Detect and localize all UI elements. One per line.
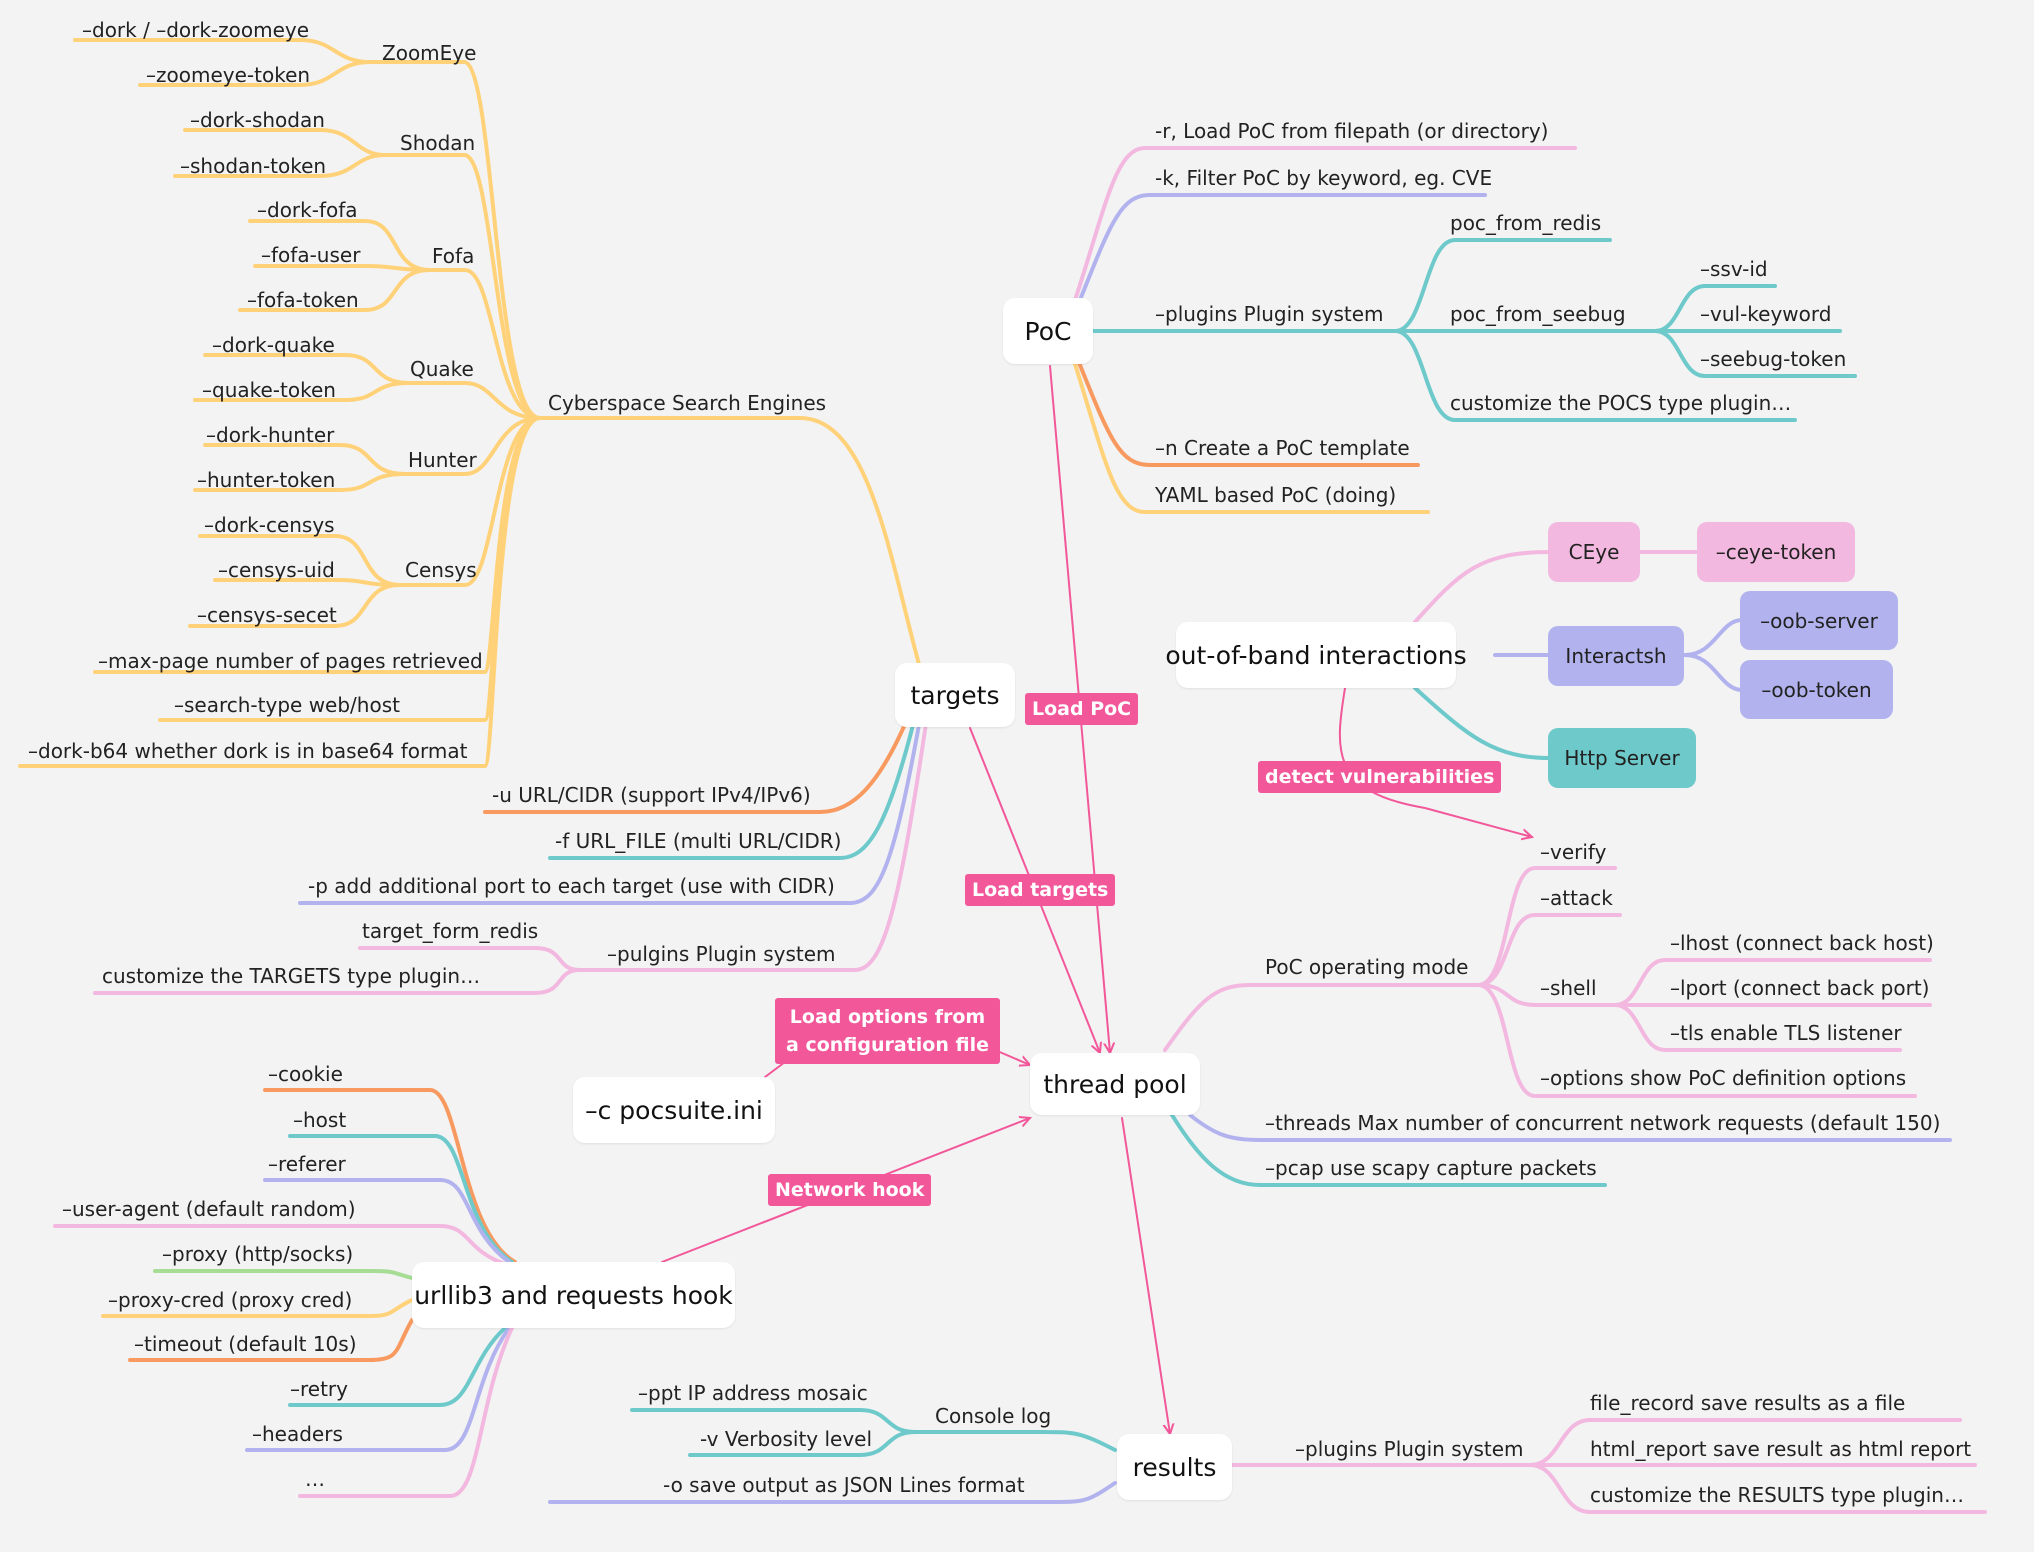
- censys-label: Censys: [405, 558, 477, 582]
- hook-node[interactable]: urllib3 and requests hook: [412, 1262, 735, 1328]
- detect-vulnerabilities-tag: detect vulnerabilities: [1258, 761, 1502, 793]
- threads-option: –threads Max number of concurrent networ…: [1265, 1111, 1941, 1135]
- retry-option: –retry: [290, 1377, 348, 1401]
- load-targets-tag: Load targets: [965, 874, 1116, 906]
- thread-pool-node[interactable]: thread pool: [1030, 1053, 1200, 1115]
- console-log-label: Console log: [935, 1404, 1052, 1428]
- port-option: -p add additional port to each target (u…: [308, 874, 835, 898]
- quake-dork-option: –dork-quake: [212, 333, 335, 357]
- poc-plugins-option: –plugins Plugin system: [1155, 302, 1384, 326]
- poc-node[interactable]: PoC: [1003, 298, 1093, 364]
- search-engines-branch: [18, 38, 922, 768]
- shodan-label: Shodan: [400, 131, 476, 155]
- poc-from-seebug-option: poc_from_seebug: [1450, 302, 1626, 326]
- poc-operating-mode-label: PoC operating mode: [1265, 955, 1469, 979]
- fofa-label: Fofa: [432, 244, 475, 268]
- zoomeye-label: ZoomEye: [382, 41, 477, 65]
- poc-branch: [1073, 146, 1857, 514]
- show-options-option: –options show PoC definition options: [1540, 1066, 1907, 1090]
- poc-from-redis-option: poc_from_redis: [1450, 211, 1602, 235]
- poc-custom-plugin-option: customize the POCS type plugin…: [1450, 391, 1792, 415]
- ssv-id-option: –ssv-id: [1700, 257, 1768, 281]
- dork-b64-option: –dork-b64 whether dork is in base64 form…: [28, 739, 468, 763]
- referer-option: –referer: [268, 1152, 346, 1176]
- results-branch: [548, 1408, 1987, 1514]
- headers-option: –headers: [252, 1422, 343, 1446]
- ceye-pill[interactable]: CEye: [1548, 522, 1640, 582]
- censys-dork-option: –dork-censys: [204, 513, 335, 537]
- targets-options-branch: [93, 698, 930, 995]
- url-file-option: -f URL_FILE (multi URL/CIDR): [555, 829, 842, 853]
- hunter-token-option: –hunter-token: [197, 468, 336, 492]
- search-type-option: –search-type web/host: [174, 693, 400, 717]
- quake-label: Quake: [410, 357, 474, 381]
- shodan-dork-option: –dork-shodan: [190, 108, 325, 132]
- hunter-dork-option: –dork-hunter: [206, 423, 335, 447]
- results-node[interactable]: results: [1117, 1434, 1232, 1500]
- cookie-option: –cookie: [268, 1062, 343, 1086]
- html-report-option: html_report save result as html report: [1590, 1437, 1972, 1461]
- more-option: …: [305, 1467, 325, 1491]
- tls-option: –tls enable TLS listener: [1670, 1021, 1902, 1045]
- hook-branch: [53, 1088, 517, 1498]
- url-option: -u URL/CIDR (support IPv4/IPv6): [492, 783, 811, 807]
- results-custom-plugin-option: customize the RESULTS type plugin…: [1590, 1483, 1964, 1507]
- thread-pool-branch: [1163, 866, 1952, 1187]
- hunter-label: Hunter: [408, 448, 477, 472]
- lport-option: –lport (connect back port): [1670, 976, 1930, 1000]
- poc-r-option: -r, Load PoC from filepath (or directory…: [1155, 119, 1549, 143]
- vul-keyword-option: –vul-keyword: [1700, 302, 1832, 326]
- targets-node[interactable]: targets: [895, 663, 1015, 727]
- poc-k-option: -k, Filter PoC by keyword, eg. CVE: [1155, 166, 1493, 190]
- lhost-option: –lhost (connect back host): [1670, 931, 1934, 955]
- zoomeye-dork-option: –dork / –dork-zoomeye: [82, 18, 310, 42]
- verify-option: –verify: [1540, 840, 1607, 864]
- max-page-option: –max-page number of pages retrieved: [98, 649, 483, 673]
- oob-branch: [1413, 550, 1744, 760]
- yaml-poc-option: YAML based PoC (doing): [1155, 483, 1397, 507]
- file-record-option: file_record save results as a file: [1590, 1391, 1906, 1415]
- search-engines-label: Cyberspace Search Engines: [548, 391, 827, 415]
- poc-n-option: –n Create a PoC template: [1155, 436, 1410, 460]
- proxy-option: –proxy (http/socks): [162, 1242, 354, 1266]
- shell-option: –shell: [1540, 976, 1597, 1000]
- output-json-option: -o save output as JSON Lines format: [663, 1473, 1025, 1497]
- verbosity-option: -v Verbosity level: [700, 1427, 873, 1451]
- fofa-token-option: –fofa-token: [247, 288, 359, 312]
- pcap-option: –pcap use scapy capture packets: [1265, 1156, 1597, 1180]
- oob-server-pill[interactable]: –oob-server: [1740, 591, 1898, 650]
- user-agent-option: –user-agent (default random): [62, 1197, 356, 1221]
- fofa-user-option: –fofa-user: [261, 243, 361, 267]
- network-hook-tag: Network hook: [768, 1174, 932, 1206]
- timeout-option: –timeout (default 10s): [134, 1332, 357, 1356]
- zoomeye-token-option: –zoomeye-token: [146, 63, 311, 87]
- seebug-token-option: –seebug-token: [1700, 347, 1847, 371]
- config-node[interactable]: –c pocsuite.ini: [573, 1077, 775, 1143]
- censys-secet-option: –censys-secet: [197, 603, 337, 627]
- load-options-tag: Load options from a configuration file: [775, 998, 1000, 1064]
- host-option: –host: [293, 1108, 347, 1132]
- proxy-cred-option: –proxy-cred (proxy cred): [108, 1288, 353, 1312]
- load-poc-tag: Load PoC: [1025, 693, 1139, 725]
- http-server-pill[interactable]: Http Server: [1548, 728, 1696, 788]
- censys-uid-option: –censys-uid: [218, 558, 335, 582]
- ppt-option: –ppt IP address mosaic: [638, 1381, 868, 1405]
- shodan-token-option: –shodan-token: [180, 154, 327, 178]
- oob-node[interactable]: out-of-band interactions: [1165, 622, 1467, 688]
- quake-token-option: –quake-token: [202, 378, 336, 402]
- ceye-token-pill[interactable]: –ceye-token: [1697, 522, 1855, 582]
- targets-plugins-option: –pulgins Plugin system: [607, 942, 836, 966]
- interactsh-pill[interactable]: Interactsh: [1548, 626, 1684, 686]
- oob-token-pill[interactable]: –oob-token: [1740, 660, 1893, 719]
- attack-option: –attack: [1540, 886, 1613, 910]
- results-plugins-option: –plugins Plugin system: [1295, 1437, 1524, 1461]
- target-from-redis-option: target_form_redis: [362, 919, 539, 943]
- fofa-dork-option: –dork-fofa: [257, 198, 358, 222]
- targets-custom-plugin-option: customize the TARGETS type plugin…: [102, 964, 481, 988]
